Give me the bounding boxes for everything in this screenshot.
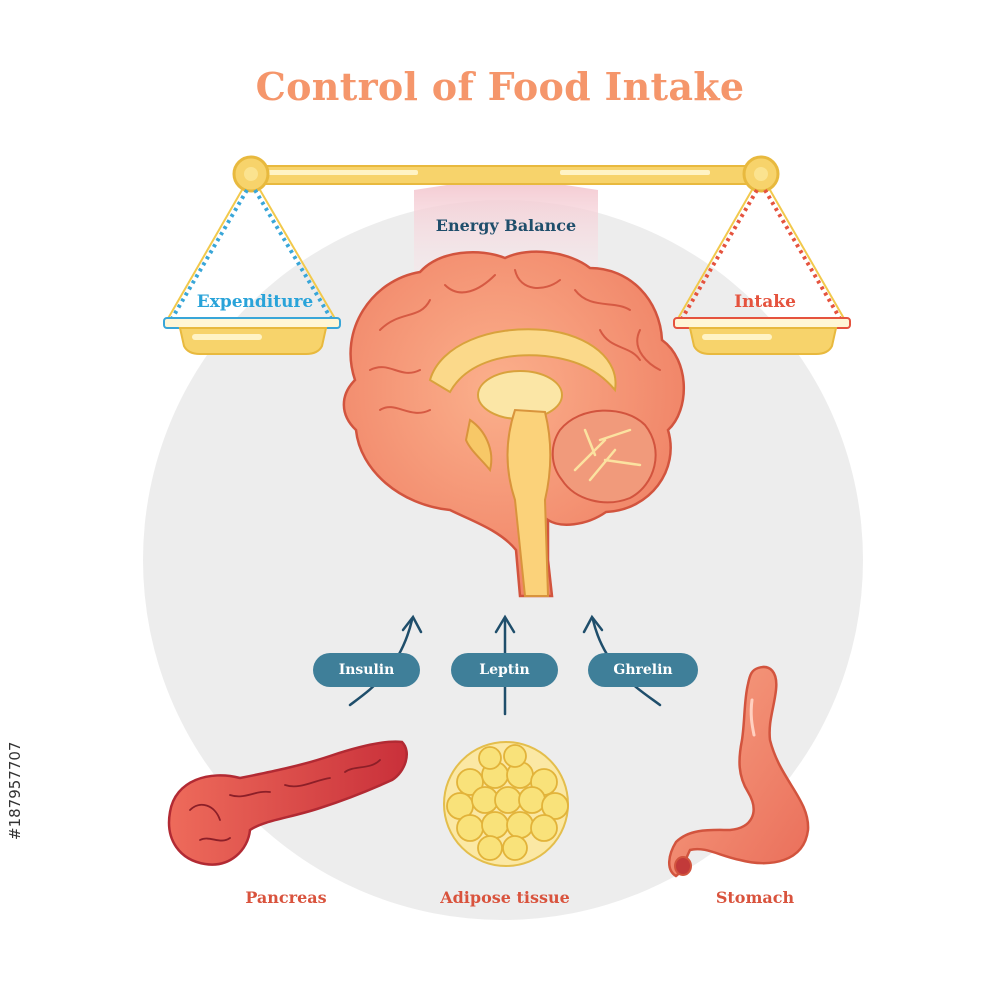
energy-balance-label: Energy Balance bbox=[435, 216, 577, 235]
adipose-tissue-icon bbox=[443, 741, 569, 867]
scale-beam bbox=[232, 155, 780, 193]
hormone-ghrelin: Ghrelin bbox=[588, 653, 698, 687]
organ-label-pancreas: Pancreas bbox=[245, 888, 327, 907]
stock-id-label: #187957707 bbox=[6, 741, 24, 840]
expenditure-label: Expenditure bbox=[196, 292, 314, 312]
intake-label: Intake bbox=[734, 292, 796, 312]
stomach-icon bbox=[668, 665, 810, 878]
brain-icon bbox=[342, 250, 686, 598]
pancreas-icon bbox=[167, 740, 408, 866]
expenditure-pan bbox=[163, 188, 341, 355]
page-title: Control of Food Intake bbox=[255, 64, 745, 109]
organ-label-adipose-tissue: Adipose tissue bbox=[440, 888, 570, 907]
hormone-leptin: Leptin bbox=[451, 653, 558, 687]
organ-label-stomach: Stomach bbox=[715, 888, 795, 907]
intake-pan bbox=[673, 188, 851, 355]
hormone-insulin: Insulin bbox=[313, 653, 420, 687]
